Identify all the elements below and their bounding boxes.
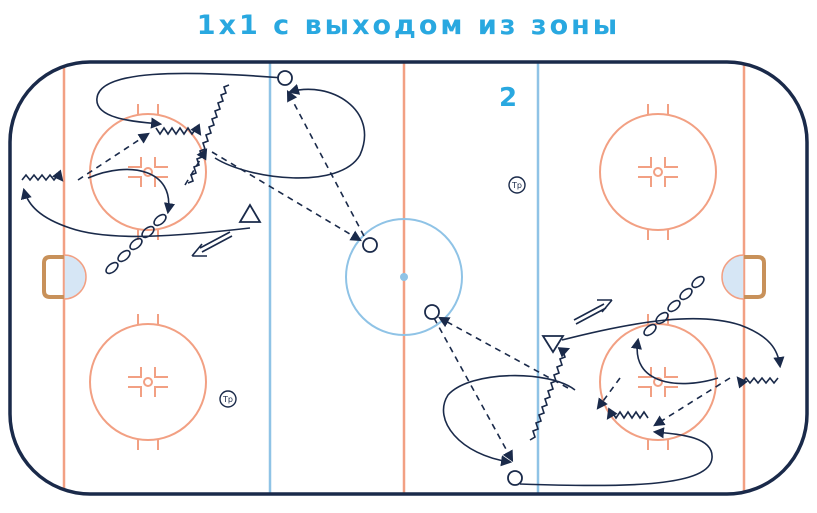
player-circle: [424, 304, 440, 320]
trainer-label: Тр: [222, 395, 233, 404]
right-drill-paths: [433, 275, 785, 487]
faceoff-circle-right-top: [599, 104, 717, 240]
skating-path: [630, 337, 719, 385]
puck-carry-path: [21, 169, 64, 182]
direction-arrow: [573, 299, 613, 325]
direction-arrow: [191, 231, 233, 257]
pass-path: [438, 316, 569, 389]
defender-triangle: [541, 335, 565, 354]
pass-path: [184, 148, 208, 186]
backward-skating-path: [105, 213, 167, 275]
drill-number: 2: [499, 83, 517, 113]
puck-carry-path: [187, 84, 230, 184]
right-goal-crease: [721, 254, 745, 300]
defender-triangle: [238, 203, 262, 223]
skating-path: [96, 72, 285, 129]
rink-boards: [8, 60, 809, 496]
pass-path: [653, 377, 731, 427]
faceoff-circle-left-bottom: [89, 314, 207, 450]
puck-carry-path: [155, 123, 202, 136]
player-circle: [507, 470, 523, 486]
pass-path: [433, 317, 514, 462]
puck-carry-path: [606, 407, 649, 420]
left-drill-paths: [20, 72, 366, 275]
right-goal: [744, 255, 766, 299]
trainer-marker: Тр: [508, 176, 526, 194]
pass-path: [286, 90, 365, 237]
left-goal: [42, 255, 64, 299]
puck-carry-path: [736, 376, 779, 389]
skating-path: [519, 427, 713, 487]
player-circle: [277, 70, 293, 86]
puck-carry-path: [529, 347, 571, 441]
skating-path: [87, 168, 175, 215]
skating-path: [20, 187, 251, 238]
drill-title: 1x1 с выходом из зоны: [196, 10, 621, 41]
skating-path: [442, 374, 576, 467]
pass-path: [77, 132, 150, 181]
pass-path: [211, 151, 362, 242]
center-faceoff-dot: [400, 273, 408, 281]
skating-path: [561, 317, 785, 369]
center-faceoff-circle: [345, 218, 463, 336]
trainer-label: Тр: [511, 181, 522, 190]
player-circle: [362, 237, 378, 253]
trainer-marker: Тр: [219, 390, 237, 408]
backward-skating-path: [643, 275, 705, 337]
left-goal-crease: [63, 254, 87, 300]
skating-path: [214, 84, 366, 179]
